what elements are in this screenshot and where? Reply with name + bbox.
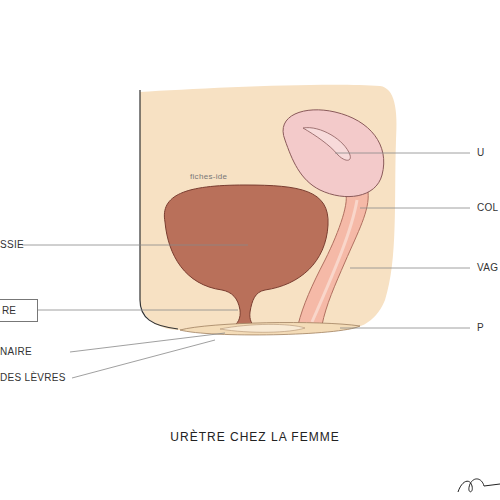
- part-label: U: [477, 147, 485, 158]
- leader-line: [70, 333, 225, 352]
- part-label: SSIE: [0, 239, 24, 250]
- labia-inner: [220, 324, 305, 332]
- bladder-shape: [164, 185, 328, 327]
- leader-line: [335, 153, 470, 154]
- part-label: DES LÈVRES: [0, 372, 66, 383]
- diagram-title: URÈTRE CHEZ LA FEMME: [170, 430, 339, 444]
- part-label: NAIRE: [0, 346, 32, 357]
- part-label: COL: [477, 202, 498, 213]
- vagina-shape: [298, 192, 368, 325]
- leader-line: [350, 268, 470, 269]
- label-box: RE: [0, 299, 38, 322]
- leader-line: [340, 328, 470, 329]
- box-label: RE: [2, 305, 16, 316]
- watermark: fiches-ide: [190, 172, 227, 181]
- body-region: [140, 85, 397, 330]
- labia-shape: [180, 323, 360, 335]
- leader-line: [22, 245, 248, 246]
- vagina-inner: [312, 200, 357, 322]
- leader-line: [38, 310, 238, 311]
- leader-line: [360, 208, 470, 209]
- uterus-cavity: [303, 128, 350, 161]
- leader-line: [72, 340, 215, 378]
- part-label: VAG: [477, 262, 498, 273]
- signature-mark: [458, 479, 500, 492]
- part-label: P: [477, 322, 484, 333]
